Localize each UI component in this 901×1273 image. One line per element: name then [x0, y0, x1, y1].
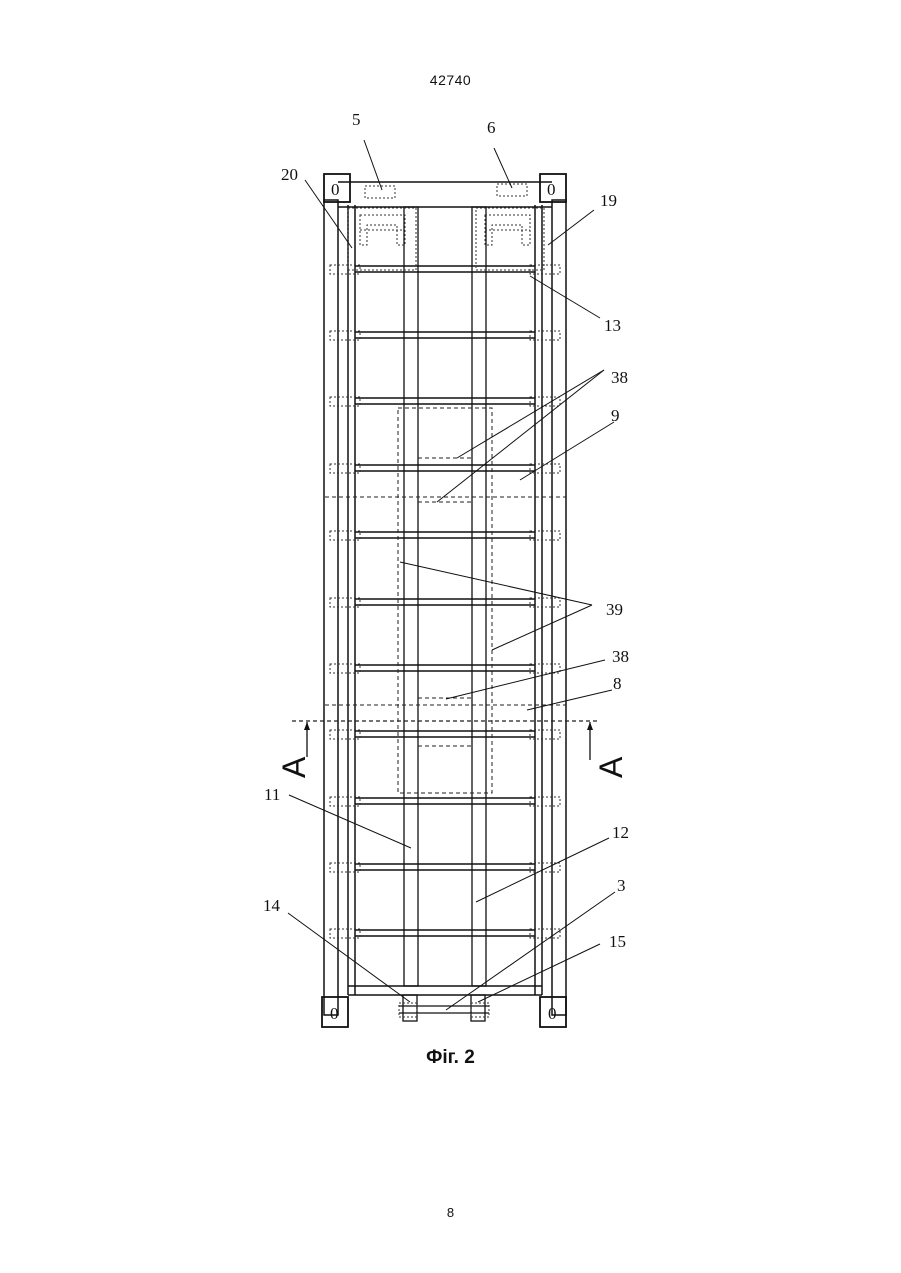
label-12: 12 [612, 823, 629, 842]
label-20: 20 [281, 165, 298, 184]
label-3: 3 [617, 876, 626, 895]
section-line: A A [276, 721, 629, 778]
label-5: 5 [352, 110, 361, 129]
corner-mark: 0 [547, 180, 556, 199]
label-38-top: 38 [611, 368, 628, 387]
section-marker-left: A [276, 756, 312, 778]
page-number: 8 [0, 1205, 901, 1220]
label-9: 9 [611, 406, 620, 425]
section-marker-right: A [593, 756, 629, 778]
corner-fittings: 0 0 0 0 [322, 174, 566, 1027]
cross-member [330, 531, 560, 540]
cross-member [330, 331, 560, 340]
label-19: 19 [600, 191, 617, 210]
label-11: 11 [264, 785, 280, 804]
label-13: 13 [604, 316, 621, 335]
cross-member [330, 464, 560, 473]
cross-member [330, 929, 560, 938]
reference-labels: 5 6 20 19 13 38 9 39 38 8 11 12 3 14 15 [263, 110, 629, 951]
figure-caption: Фіг. 2 [0, 1047, 901, 1069]
bottom-coupling [399, 995, 489, 1021]
label-8: 8 [613, 674, 622, 693]
corner-mark: 0 [330, 1004, 339, 1023]
cross-member [330, 664, 560, 673]
cross-members [330, 265, 560, 938]
longitudinal-beams [404, 207, 486, 986]
label-14: 14 [263, 896, 281, 915]
cross-member [330, 397, 560, 406]
cross-member [330, 598, 560, 607]
top-mechanisms [348, 184, 544, 270]
label-6: 6 [487, 118, 496, 137]
cross-member [330, 730, 560, 739]
cross-member [330, 863, 560, 872]
corner-mark: 0 [548, 1004, 557, 1023]
cross-member [330, 797, 560, 806]
label-39: 39 [606, 600, 623, 619]
label-38-bottom: 38 [612, 647, 629, 666]
corner-mark: 0 [331, 180, 340, 199]
label-15: 15 [609, 932, 626, 951]
